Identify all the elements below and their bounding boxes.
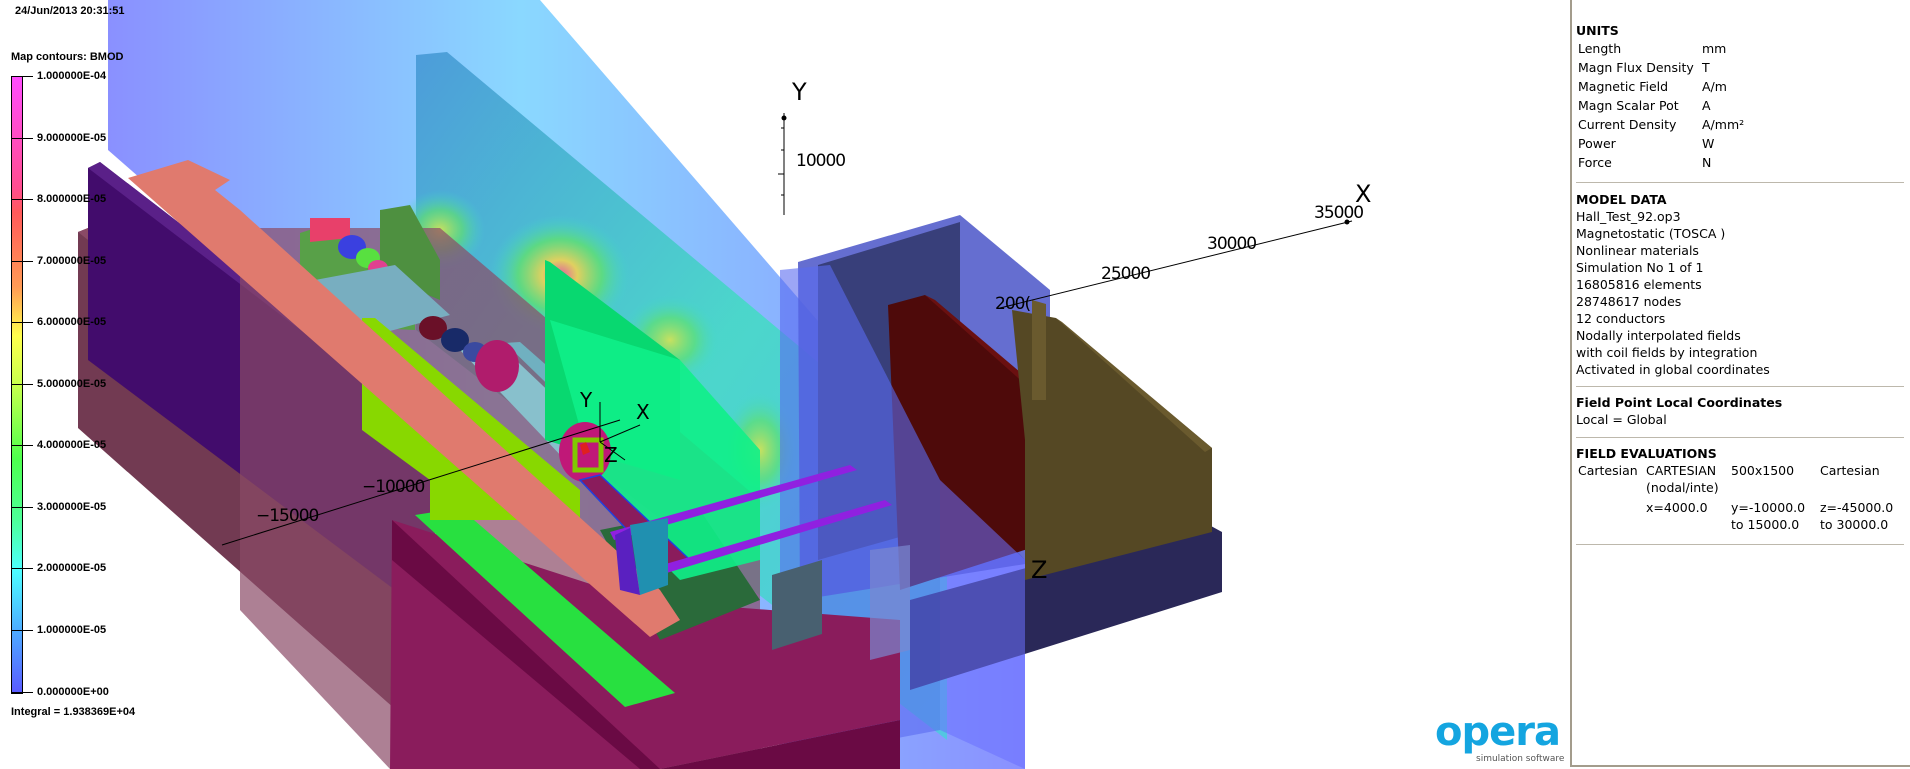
divider (1576, 437, 1904, 438)
colorbar-label: 4.000000E-05 (37, 439, 107, 451)
model-3d-render[interactable] (0, 0, 1570, 769)
model-data-line: Hall_Test_92.op3 (1576, 209, 1681, 224)
timestamp: 24/Jun/2013 20:31:51 (15, 5, 125, 17)
3d-viewport[interactable]: 24/Jun/2013 20:31:51 Map contours: BMOD … (0, 0, 1570, 769)
colorbar-label: 1.000000E-04 (37, 70, 107, 82)
x-axis-label: X (1355, 180, 1371, 208)
model-data-line: Magnetostatic (TOSCA ) (1576, 226, 1726, 241)
divider (1576, 544, 1904, 545)
cyan-block (630, 518, 668, 595)
opera-logo: opera simulation software (1435, 709, 1595, 767)
local-triad-y: Y (580, 388, 592, 412)
axes (221, 113, 1353, 546)
local-triad-z: Z (604, 443, 618, 467)
model-data-line: Activated in global coordinates (1576, 362, 1770, 377)
neg-axis-tick: −15000 (256, 506, 319, 526)
field-evaluations-table: Cartesian CARTESIAN 500x1500 Cartesian (… (1578, 463, 1894, 532)
y-axis-label: Y (792, 78, 807, 106)
colorbar-label: 5.000000E-05 (37, 378, 107, 390)
olive-frame (1012, 310, 1212, 580)
field-evaluations-title: FIELD EVALUATIONS (1576, 446, 1717, 461)
rod-1 (610, 465, 857, 540)
salmon-beam (128, 160, 680, 637)
local-triad-x: X (636, 400, 650, 424)
colorbar-label: 3.000000E-05 (37, 501, 107, 513)
model-data-line: with coil fields by integration (1576, 345, 1758, 360)
model-data-title: MODEL DATA (1576, 192, 1667, 207)
field-evaluations-section: FIELD EVALUATIONS Cartesian CARTESIAN 50… (1576, 445, 1904, 533)
model-data-line: 28748617 nodes (1576, 294, 1682, 309)
model-data-line: 12 conductors (1576, 311, 1666, 326)
contour-title: Map contours: BMOD (11, 51, 124, 63)
neg-axis-tick: −10000 (362, 477, 425, 497)
colorbar-label: 7.000000E-05 (37, 255, 107, 267)
logo-wordmark: opera (1435, 709, 1561, 755)
model-data-line: 16805816 elements (1576, 277, 1702, 292)
colorbar-label: 1.000000E-05 (37, 624, 107, 636)
colorbar-label: 6.000000E-05 (37, 316, 107, 328)
model-data-line: Nodally interpolated fields (1576, 328, 1741, 343)
x-axis-tick: 200( (995, 294, 1031, 314)
colorbar-label: 2.000000E-05 (37, 562, 107, 574)
y-axis-tick: 10000 (796, 151, 846, 171)
rod-2 (645, 500, 892, 578)
model-data-section: MODEL DATA Hall_Test_92.op3 Magnetostati… (1576, 191, 1904, 378)
divider (1576, 182, 1904, 183)
x-axis-tick: 25000 (1101, 264, 1151, 284)
model-data-line: Nonlinear materials (1576, 243, 1699, 258)
z-axis-label: Z (1031, 556, 1047, 584)
logo-subtitle: simulation software (1476, 754, 1565, 764)
field-point-section: Field Point Local Coordinates Local = Gl… (1576, 394, 1904, 428)
field-point-line: Local = Global (1576, 412, 1667, 427)
green-ramp (415, 508, 675, 707)
divider (1576, 386, 1904, 387)
integral-value: Integral = 1.938369E+04 (11, 706, 136, 718)
units-title: UNITS (1576, 23, 1619, 38)
colorbar-label: 8.000000E-05 (37, 193, 107, 205)
x-axis-tick: 30000 (1207, 234, 1257, 254)
model-data-line: Simulation No 1 of 1 (1576, 260, 1704, 275)
colorbar-label: 9.000000E-05 (37, 132, 107, 144)
colorbar (11, 76, 23, 694)
colorbar-label: 0.000000E+00 (37, 686, 109, 698)
field-point-title: Field Point Local Coordinates (1576, 395, 1783, 410)
x-axis-tick: 35000 (1314, 203, 1364, 223)
